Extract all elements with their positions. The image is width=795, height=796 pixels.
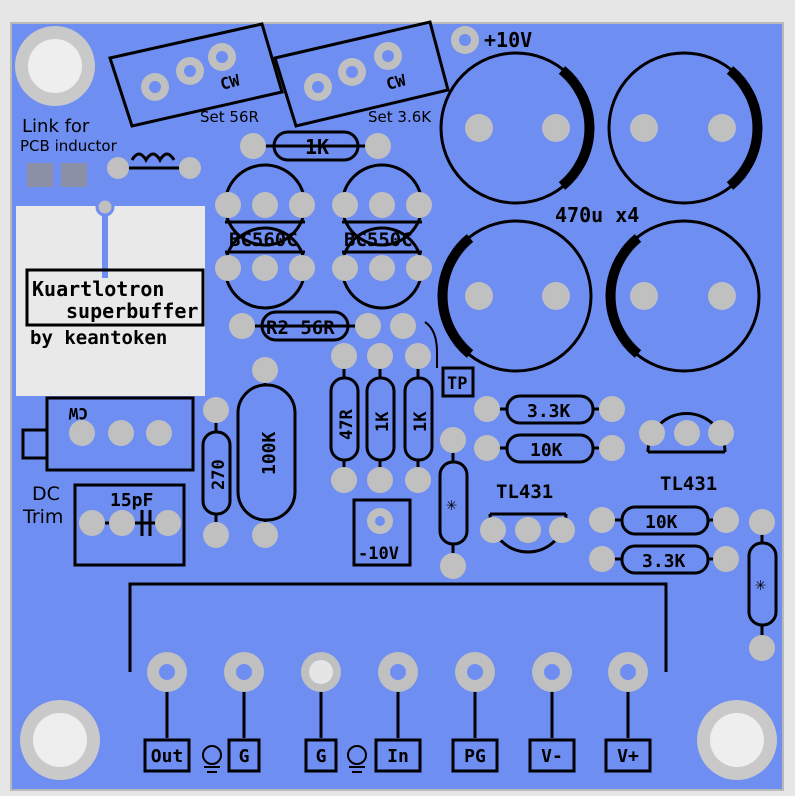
- svg-text:✳: ✳: [755, 574, 766, 595]
- ground-symbol-2: [347, 745, 367, 773]
- connector-pin-4: In: [374, 652, 422, 773]
- trimmer-56r: CW: [108, 22, 284, 128]
- dc-trim-label-2: Trim: [22, 506, 63, 528]
- r-10k-b-label: 10K: [645, 512, 678, 533]
- transistor-bc560c: BC560C: [215, 163, 315, 310]
- v-minus10-label: -10V: [358, 544, 399, 564]
- link-pad-left: [27, 163, 53, 187]
- ground-symbol-1: [202, 745, 222, 773]
- r-47r-label: 47R: [337, 409, 357, 440]
- connector-pin-1: Out: [143, 652, 191, 773]
- mounting-hole-top-left: [15, 26, 95, 106]
- connector-pin-label: PG: [464, 746, 486, 767]
- tl431-left-label: TL431: [496, 481, 553, 503]
- cw-label-2: CW: [384, 70, 408, 93]
- connector-pin-6: V-: [528, 652, 576, 773]
- transistor-bc550c: BC550C: [332, 163, 432, 310]
- cw-label-1: CW: [218, 70, 242, 93]
- r-1k-top-label: 1K: [305, 135, 329, 159]
- ferrite-bead-1: ✳: [438, 427, 469, 579]
- r-100k-label: 100K: [259, 431, 280, 475]
- link-label-line2: PCB inductor: [20, 137, 118, 155]
- resistor-100k: 100K: [236, 357, 297, 548]
- resistor-270: 270: [201, 397, 232, 548]
- cap-470u-3: [437, 219, 593, 373]
- board-author: by keantoken: [30, 327, 167, 349]
- q2-label: BC550C: [344, 229, 413, 251]
- r-10k-a-label: 10K: [530, 440, 563, 461]
- mounting-hole-bottom-right: [697, 700, 777, 780]
- v-minus10-box: -10V: [352, 498, 412, 567]
- q1-label: BC560C: [229, 229, 298, 251]
- resistor-10k-a: 10K: [474, 433, 625, 464]
- resistor-1k-top: 1K: [240, 130, 391, 162]
- r2-label: R2 56R: [266, 317, 335, 339]
- trim-set-56r: Set 56R: [200, 108, 259, 126]
- cw-label-3: CW: [68, 404, 88, 423]
- c-15pf-label: 15pF: [110, 490, 153, 511]
- tl431-right-label: TL431: [660, 473, 717, 495]
- connector-pin-label: V+: [617, 746, 639, 767]
- dc-trim-pot: CW: [21, 396, 195, 472]
- v-plus10-label: +10V: [484, 28, 532, 52]
- connector-pin-2: G: [224, 652, 264, 773]
- main-connector: [128, 582, 668, 672]
- connector-pin-label: G: [239, 746, 250, 767]
- caps-label: 470u x4: [555, 203, 639, 227]
- trimmer-3k6: CW: [273, 20, 450, 128]
- link-label-line1: Link for: [22, 116, 90, 137]
- connector-pin-label: Out: [151, 746, 184, 767]
- resistor-1k-b: 1K: [403, 343, 434, 493]
- resistor-3k3-a: 3.3K: [474, 394, 625, 425]
- mounting-hole-bottom-left: [20, 700, 100, 780]
- r-1k-a-label: 1K: [373, 411, 393, 432]
- connector-pin-3: G: [301, 652, 341, 773]
- r-3k3-b-label: 3.3K: [642, 551, 686, 572]
- connector-pin-label: In: [387, 746, 409, 767]
- tl431-right: TL431: [639, 412, 734, 495]
- title-block: [16, 206, 205, 396]
- svg-text:✳: ✳: [446, 494, 457, 515]
- tl431-left: TL431: [480, 481, 575, 554]
- r-1k-b-label: 1K: [411, 411, 431, 432]
- cap-470u-1: [439, 51, 595, 205]
- connector-pin-label: V-: [541, 746, 563, 767]
- board-title-line1: Kuartlotron: [32, 277, 164, 301]
- r-270-label: 270: [209, 459, 229, 490]
- r-3k3-a-label: 3.3K: [527, 401, 571, 422]
- resistor-10k-b: 10K: [589, 505, 739, 536]
- tp-label: TP: [447, 374, 467, 394]
- connector-pin-7: V+: [604, 652, 652, 773]
- ferrite-bead-2: ✳: [747, 509, 778, 661]
- cap-470u-4: [605, 219, 761, 373]
- resistor-1k-a: 1K: [365, 343, 396, 493]
- cap-470u-2: [607, 51, 763, 205]
- resistor-47r: 47R: [329, 343, 360, 493]
- inductor-symbol: [107, 152, 201, 179]
- resistor-r2: R2 56R: [229, 310, 381, 342]
- cap-15pf: 15pF: [73, 483, 186, 567]
- tp-box: [441, 366, 475, 398]
- resistor-3k3-b: 3.3K: [589, 544, 739, 575]
- board-title-line2: superbuffer: [66, 299, 198, 323]
- dc-trim-label-1: DC: [32, 483, 60, 505]
- connector-pin-5: PG: [451, 652, 499, 773]
- link-pad-right: [61, 163, 87, 187]
- trim-set-3k6: Set 3.6K: [368, 108, 432, 126]
- connector-pin-label: G: [316, 746, 327, 767]
